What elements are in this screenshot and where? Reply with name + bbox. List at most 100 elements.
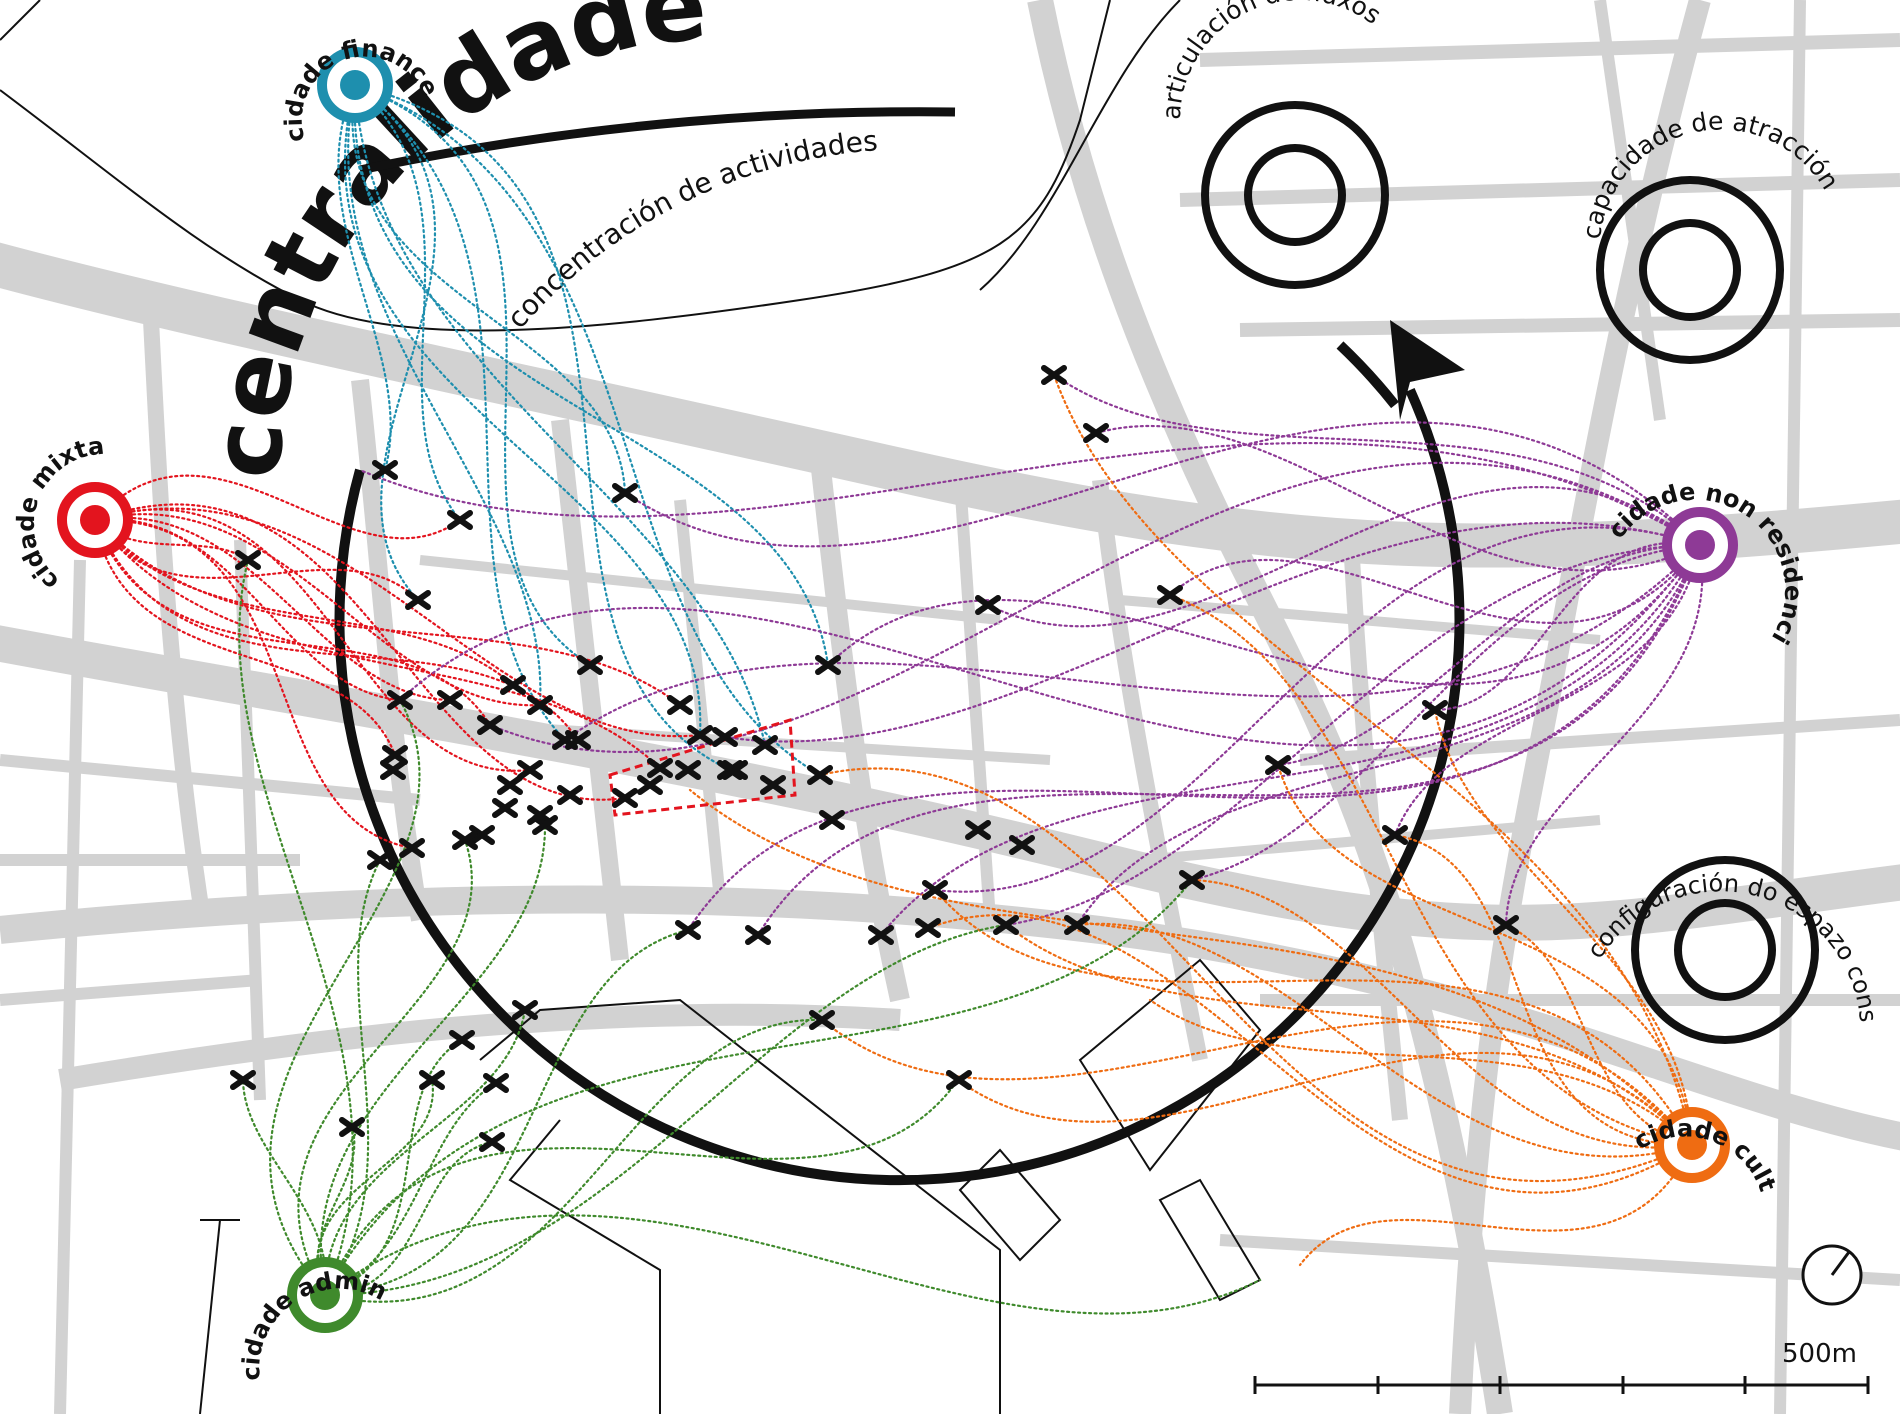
quality-ring-icon bbox=[1201, 101, 1389, 289]
flow-line-financeira bbox=[353, 83, 822, 777]
flow-line-non-residencial bbox=[1433, 541, 1702, 712]
activity-x-icon bbox=[380, 760, 406, 780]
flow-line-non-residencial bbox=[488, 461, 1702, 754]
activity-x-icon bbox=[452, 830, 478, 850]
flow-line-administrativa bbox=[238, 558, 354, 1297]
activity-x-icon bbox=[230, 1070, 256, 1090]
activity-x-icon bbox=[477, 715, 503, 735]
hub-nodes bbox=[57, 47, 1738, 1333]
flow-line-financeira bbox=[353, 83, 567, 742]
flow-line-administrativa bbox=[319, 823, 547, 1297]
activity-x-icon bbox=[745, 925, 771, 945]
activity-x-icon bbox=[1382, 825, 1408, 845]
activity-x-icon bbox=[1064, 915, 1090, 935]
activity-x-icon bbox=[565, 730, 591, 750]
flow-line-mixta bbox=[93, 503, 627, 801]
flow-line-mixta bbox=[93, 518, 414, 850]
hub-administrativa bbox=[287, 1257, 363, 1333]
centrality-circle bbox=[334, 320, 1465, 1186]
activity-x-icon bbox=[667, 695, 693, 715]
flow-line-non-residencial bbox=[986, 485, 1702, 628]
activity-x-icon bbox=[868, 925, 894, 945]
hub-financeira bbox=[317, 47, 393, 123]
activity-x-icon bbox=[235, 550, 261, 570]
activity-x-icon bbox=[1041, 365, 1067, 385]
quality-ring-configuracion bbox=[1631, 856, 1819, 1044]
flow-line-non-residencial bbox=[623, 421, 1702, 548]
flow-line-non-residencial bbox=[756, 543, 1702, 937]
flow-line-financeira bbox=[353, 83, 436, 602]
activity-x-icon bbox=[532, 815, 558, 835]
activity-x-icon bbox=[367, 850, 393, 870]
activity-x-icon bbox=[722, 760, 748, 780]
flow-line-financeira bbox=[353, 83, 830, 667]
flow-line-cultural bbox=[818, 767, 1694, 1183]
activity-x-icon bbox=[1179, 870, 1205, 890]
activity-x-icon bbox=[1083, 423, 1109, 443]
activity-x-icon bbox=[382, 745, 408, 765]
activity-x-icon bbox=[387, 690, 413, 710]
activity-x-icon bbox=[760, 775, 786, 795]
flow-line-financeira bbox=[353, 83, 732, 772]
title-arc-line bbox=[359, 107, 956, 175]
flow-line-financeira bbox=[337, 83, 392, 472]
flow-line-administrativa bbox=[323, 928, 690, 1297]
flow-line-non-residencial bbox=[723, 521, 1702, 743]
activity-x-icon bbox=[1009, 835, 1035, 855]
flow-line-non-residencial bbox=[1075, 543, 1702, 927]
flow-line-non-residencial bbox=[398, 543, 1702, 747]
quality-ring-icon bbox=[1631, 856, 1819, 1044]
activity-x-icon bbox=[1157, 585, 1183, 605]
activity-x-icon bbox=[449, 1030, 475, 1050]
flow-line-mixta bbox=[93, 474, 462, 540]
flow-line-non-residencial bbox=[933, 526, 1702, 893]
activity-x-icon bbox=[405, 590, 431, 610]
activity-x-icon bbox=[1493, 915, 1519, 935]
activity-x-icon bbox=[447, 510, 473, 530]
flow-line-administrativa bbox=[323, 923, 1008, 1297]
flow-line-non-residencial bbox=[686, 543, 1702, 932]
flow-line-mixta bbox=[93, 518, 682, 707]
hub-cultural bbox=[1654, 1107, 1730, 1183]
flow-line-cultural bbox=[926, 914, 1694, 1194]
flow-line-financeira bbox=[347, 83, 542, 707]
activity-x-icon bbox=[975, 595, 1001, 615]
flow-line-financeira bbox=[353, 83, 462, 522]
flow-line-cultural bbox=[1190, 878, 1694, 1149]
activity-x-icon bbox=[479, 1132, 505, 1152]
flow-line-mixta bbox=[93, 518, 515, 687]
activity-x-icon bbox=[339, 1117, 365, 1137]
activity-x-icon bbox=[483, 1073, 509, 1093]
flow-line-mixta bbox=[93, 518, 662, 770]
activity-x-icon bbox=[647, 758, 673, 778]
flow-line-financeira bbox=[353, 83, 767, 747]
activity-x-icon bbox=[372, 460, 398, 480]
flow-line-cultural bbox=[1433, 708, 1694, 1147]
flow-line-non-residencial bbox=[1504, 543, 1704, 927]
flow-line-administrativa bbox=[241, 1078, 328, 1297]
flow-line-mixta bbox=[93, 518, 397, 757]
hub-mixta bbox=[57, 482, 133, 558]
flow-line-administrativa bbox=[323, 1214, 1262, 1315]
scale-bar: 500m bbox=[1253, 1339, 1870, 1394]
flow-line-administrativa bbox=[269, 698, 421, 1297]
flow-line-mixta bbox=[93, 508, 532, 772]
flow-line-mixta bbox=[93, 518, 402, 702]
activity-markers bbox=[230, 365, 1519, 1152]
flow-line-cultural bbox=[1148, 998, 1694, 1147]
activity-x-icon bbox=[492, 798, 518, 818]
flow-line-administrativa bbox=[323, 878, 1194, 1297]
flow-line-non-residencial bbox=[358, 442, 1702, 547]
flow-line-financeira bbox=[343, 83, 702, 737]
activity-x-icon bbox=[922, 880, 948, 900]
flow-line-mixta bbox=[93, 516, 452, 702]
flow-line-administrativa bbox=[317, 1078, 434, 1297]
activity-x-icon bbox=[819, 810, 845, 830]
activity-x-icon bbox=[527, 695, 553, 715]
flow-line-cultural bbox=[1504, 923, 1694, 1147]
flow-line-financeira bbox=[353, 83, 592, 667]
activity-x-icon bbox=[965, 820, 991, 840]
flow-line-non-residencial bbox=[563, 543, 1702, 742]
activity-x-icon bbox=[752, 735, 778, 755]
